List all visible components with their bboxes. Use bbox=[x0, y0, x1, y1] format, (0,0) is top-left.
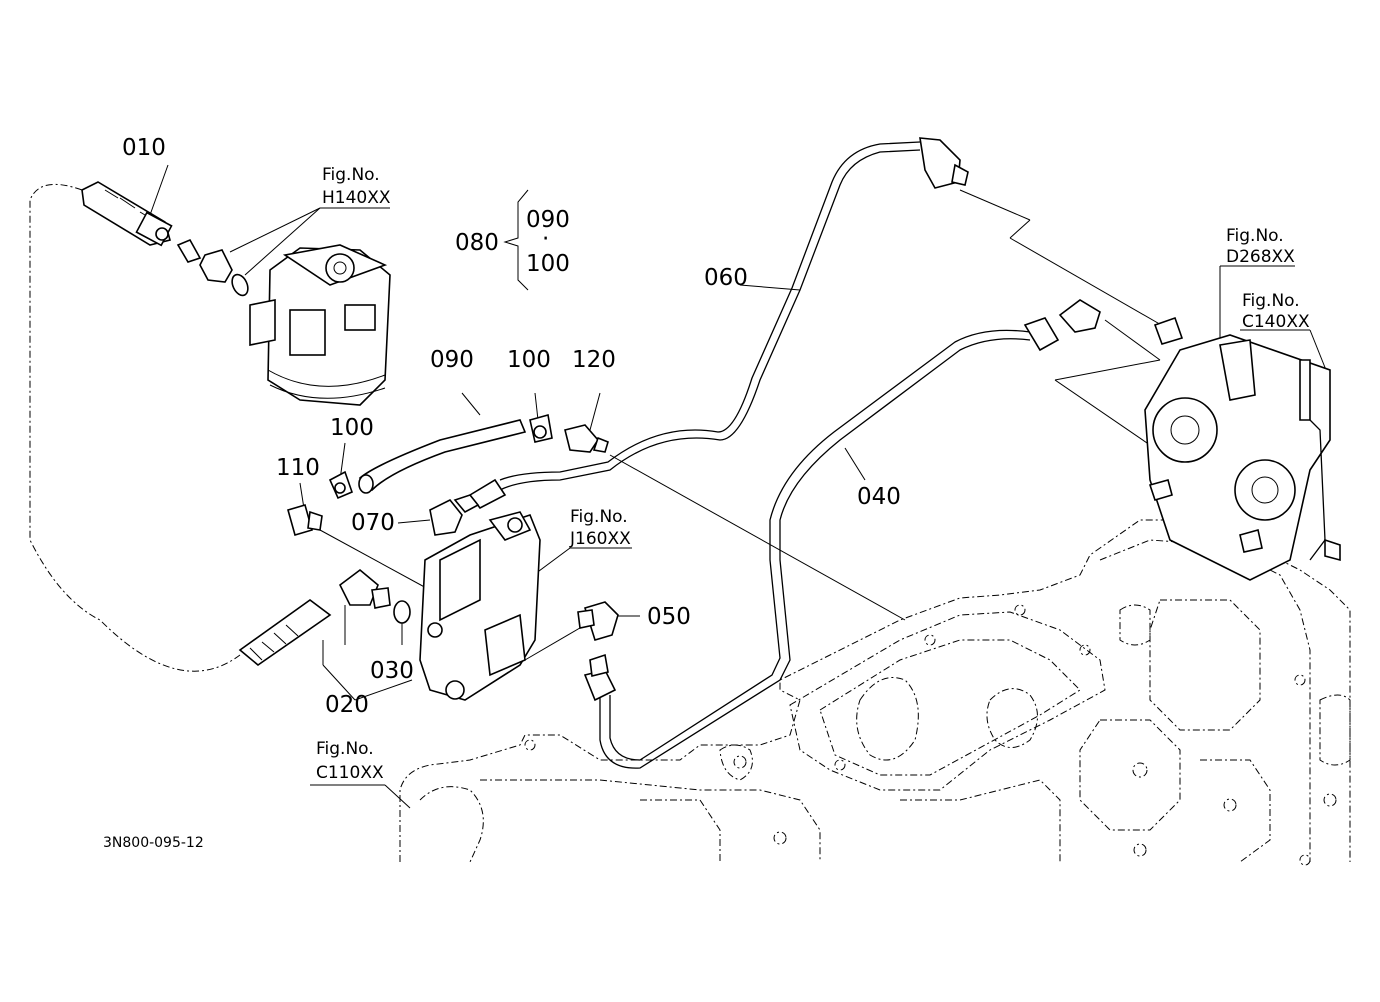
fig-ref-d268-line2: D268XX bbox=[1226, 247, 1295, 267]
part-070-elbow bbox=[429, 494, 480, 536]
part-label-010: 010 bbox=[122, 135, 166, 161]
part-label-050: 050 bbox=[647, 604, 691, 630]
part-050-elbow bbox=[577, 601, 619, 641]
part-label-090: 090 bbox=[430, 347, 474, 373]
group-label-090: 090 bbox=[526, 207, 570, 233]
transmission-housing bbox=[399, 519, 1351, 866]
part-label-040: 040 bbox=[857, 484, 901, 510]
part-100-clamp-upper bbox=[529, 413, 553, 443]
part-010-hose-fitting bbox=[81, 181, 173, 247]
group-bracket bbox=[503, 189, 529, 291]
part-100-clamp-lower bbox=[328, 470, 354, 500]
part-120-elbow bbox=[564, 424, 609, 453]
part-label-110: 110 bbox=[276, 455, 320, 481]
fig-ref-h140-line2: H140XX bbox=[322, 188, 391, 208]
part-label-100-lower: 100 bbox=[330, 415, 374, 441]
part-label-100-upper: 100 bbox=[507, 347, 551, 373]
fig-ref-c110-line1: Fig.No. bbox=[316, 739, 374, 759]
adaptor-fitting bbox=[176, 238, 249, 297]
fig-ref-j160-line2: J160XX bbox=[569, 529, 631, 549]
part-label-080: 080 bbox=[455, 230, 499, 256]
control-valve bbox=[419, 511, 541, 701]
part-label-030: 030 bbox=[370, 658, 414, 684]
part-label-120: 120 bbox=[572, 347, 616, 373]
part-label-060: 060 bbox=[704, 265, 748, 291]
group-separator-dot: · bbox=[542, 226, 549, 252]
fig-ref-d268-line1: Fig.No. bbox=[1226, 226, 1284, 246]
part-060-pipe bbox=[468, 137, 969, 510]
part-090-hose bbox=[358, 419, 527, 494]
steering-unit bbox=[249, 244, 391, 406]
fig-ref-h140-line1: Fig.No. bbox=[322, 165, 380, 185]
part-030-o-ring bbox=[393, 600, 411, 624]
part-label-020: 020 bbox=[325, 692, 369, 718]
fig-ref-c140-line2: C140XX bbox=[1242, 312, 1310, 332]
group-label-100: 100 bbox=[526, 251, 570, 277]
fig-ref-j160-line1: Fig.No. bbox=[570, 507, 628, 527]
leader-lines bbox=[149, 164, 1331, 809]
drawing-code: 3N800-095-12 bbox=[103, 835, 204, 851]
fig-ref-c140-line1: Fig.No. bbox=[1242, 291, 1300, 311]
part-040-pipe bbox=[583, 299, 1101, 769]
fig-ref-c110-line2: C110XX bbox=[316, 763, 384, 783]
part-label-070: 070 bbox=[351, 510, 395, 536]
right-valve-assembly bbox=[1144, 316, 1341, 581]
part-110-elbow bbox=[287, 504, 323, 536]
part-020-hose bbox=[238, 568, 391, 667]
